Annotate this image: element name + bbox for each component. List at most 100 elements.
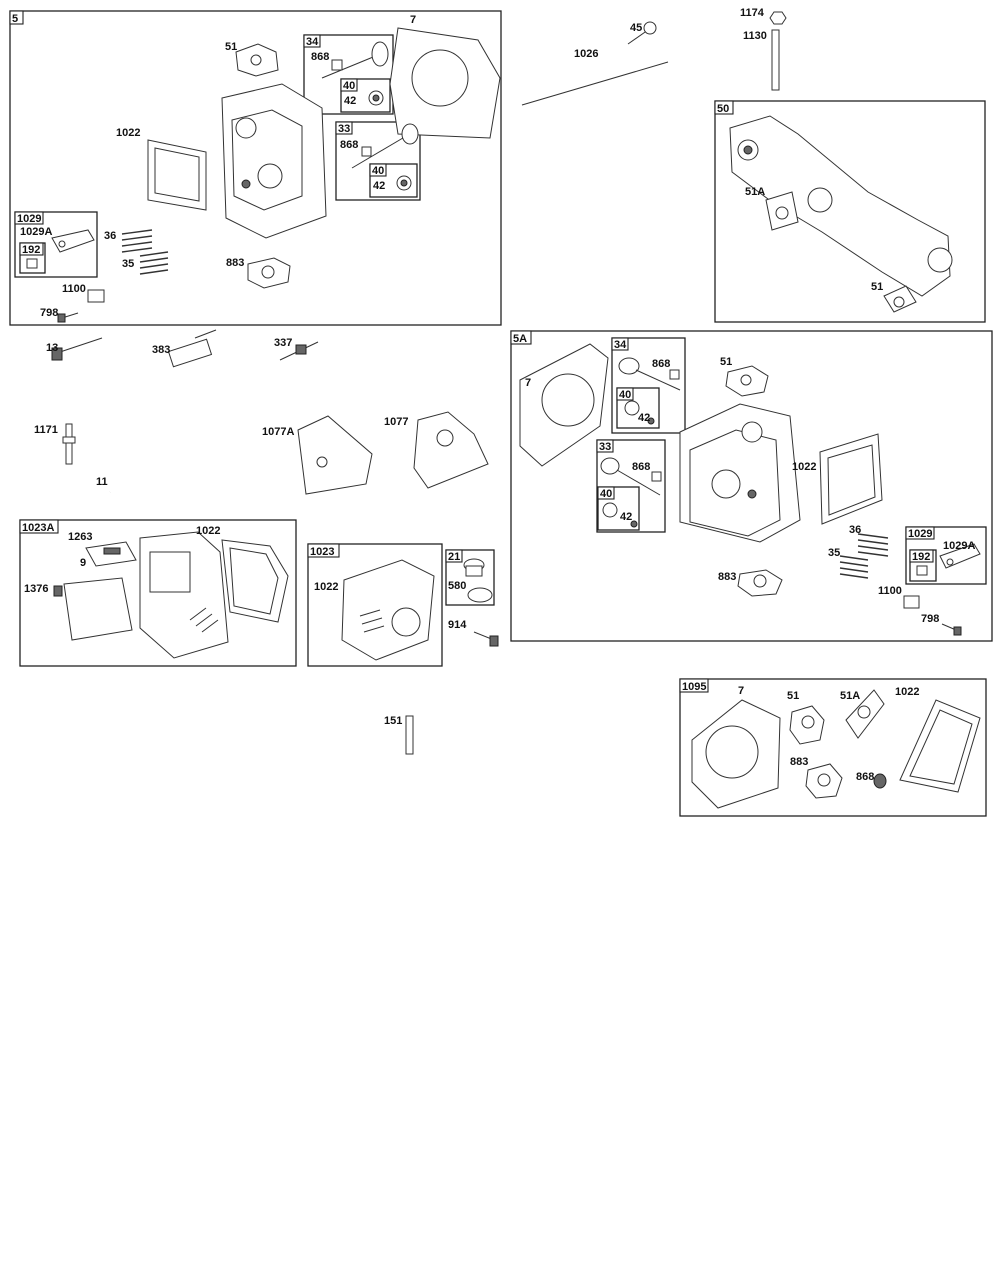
group-34b-tag xyxy=(611,337,629,351)
head-gasket-7-icon xyxy=(389,27,501,139)
group-1023-tag xyxy=(307,543,340,558)
breather-383-icon xyxy=(167,329,217,368)
callout: 868 xyxy=(856,771,874,783)
callout: 868 xyxy=(311,51,329,63)
valve-seal-40a-icon xyxy=(368,90,384,106)
callout: 383 xyxy=(152,344,170,356)
callout: 1376 xyxy=(24,583,48,595)
screw-798-icon xyxy=(57,312,79,323)
group-1023A-label: 1023A xyxy=(22,522,54,534)
group-1029a-label: 1029 xyxy=(17,213,41,225)
callout: 1130 xyxy=(743,30,767,42)
valve-cover-1023-icon xyxy=(341,559,435,661)
group-5-label: 5 xyxy=(12,13,18,25)
callout: 36 xyxy=(849,524,861,536)
group-33a-frame xyxy=(335,121,421,201)
callout: 798 xyxy=(921,613,939,625)
gasket-883-right-icon xyxy=(737,569,783,597)
callout: 11 xyxy=(96,476,108,488)
valve-45-icon xyxy=(627,21,657,45)
screw-1376-icon xyxy=(53,585,63,597)
group-1023A-tag xyxy=(19,519,59,534)
group-1023-label: 1023 xyxy=(310,546,334,558)
callout: 1022 xyxy=(792,461,816,473)
valve-seal-40c-icon xyxy=(624,400,655,425)
spring-36-right-icon xyxy=(857,533,889,557)
group-5-frame xyxy=(9,10,502,326)
gasket-883-1095-icon xyxy=(805,763,843,799)
callout: 7 xyxy=(525,377,531,389)
callout: 1029A xyxy=(943,540,975,552)
valve-cover-gasket-1022-right-icon xyxy=(819,433,883,525)
callout: 51A xyxy=(745,186,765,198)
group-34a-tag xyxy=(303,34,321,48)
head-gasket-1095-icon xyxy=(691,699,781,809)
valve-cover-1023A-icon xyxy=(139,531,229,659)
callout: 151 xyxy=(384,715,402,727)
group-40c-label: 40 xyxy=(619,389,631,401)
callout: 7 xyxy=(738,685,744,697)
callout: 42 xyxy=(620,511,632,523)
group-5A-frame xyxy=(510,330,993,642)
callout: 51 xyxy=(720,356,732,368)
group-5-tag xyxy=(9,10,24,25)
nut-1174-icon xyxy=(769,11,787,25)
group-40d-tag xyxy=(597,486,615,500)
group-5A-label: 5A xyxy=(513,333,527,345)
callout: 914 xyxy=(448,619,467,631)
group-40b-label: 40 xyxy=(372,165,384,177)
gasket-51-1095-icon xyxy=(789,705,825,745)
callout: 1022 xyxy=(314,581,338,593)
callout: 1022 xyxy=(116,127,140,139)
gasket-51A-1095-icon xyxy=(845,689,885,739)
stud-1171-icon xyxy=(62,423,76,465)
callout: 7 xyxy=(410,14,416,26)
group-1023-frame xyxy=(307,543,443,667)
callout: 1171 xyxy=(34,424,58,436)
valve-33-icon xyxy=(351,123,419,169)
spark-plug-337-icon xyxy=(279,341,319,361)
rocker-arm-1029a-right-icon xyxy=(939,543,981,569)
group-1029b-label: 1029 xyxy=(908,528,932,540)
group-192b-tag xyxy=(909,549,934,563)
pin-151-icon xyxy=(405,715,414,755)
callout: 35 xyxy=(828,547,840,559)
rocker-arm-1029a-icon xyxy=(51,229,95,253)
callout: 883 xyxy=(226,257,244,269)
callout: 45 xyxy=(630,22,642,34)
guide-1100-right-icon xyxy=(903,595,920,609)
group-21-label: 21 xyxy=(448,551,460,563)
group-33b-tag xyxy=(596,439,614,453)
guide-1100-icon xyxy=(87,289,105,303)
callout: 1100 xyxy=(62,283,86,295)
bolt-13-icon xyxy=(51,337,103,361)
callout: 51 xyxy=(871,281,883,293)
callout-labels: 51 7 868 42 1022 868 42 1029A 36 35 883 … xyxy=(20,7,975,783)
intake-manifold-icon xyxy=(729,115,953,297)
group-1095-frame xyxy=(679,678,987,817)
gasket-883-icon xyxy=(247,257,291,289)
group-192a-label: 192 xyxy=(22,244,40,256)
push-rod-1026-icon xyxy=(521,61,669,106)
callout: 51 xyxy=(225,41,237,53)
cylinder-head-icon xyxy=(221,83,327,239)
group-33b-frame xyxy=(596,439,666,533)
callout: 868 xyxy=(632,461,650,473)
callout: 51 xyxy=(787,690,799,702)
nut-192-right-icon xyxy=(916,565,928,576)
gasket-51-manifold-icon xyxy=(883,285,917,313)
group-33a-tag xyxy=(335,121,353,135)
callout: 868 xyxy=(652,358,670,370)
group-5A-tag xyxy=(510,330,532,345)
callout: 1100 xyxy=(878,585,902,597)
valve-cover-gasket-1022-icon xyxy=(147,139,207,211)
cylinder-head-right-icon xyxy=(679,403,801,543)
group-34b-label: 34 xyxy=(614,339,627,351)
callout: 337 xyxy=(274,337,292,349)
head-gasket-7-right-icon xyxy=(519,343,609,467)
callout: 1263 xyxy=(68,531,92,543)
bolt-914-icon xyxy=(473,631,499,647)
callout: 35 xyxy=(122,258,134,270)
cover-plate-9-icon xyxy=(63,577,133,641)
group-50-label: 50 xyxy=(717,103,729,115)
